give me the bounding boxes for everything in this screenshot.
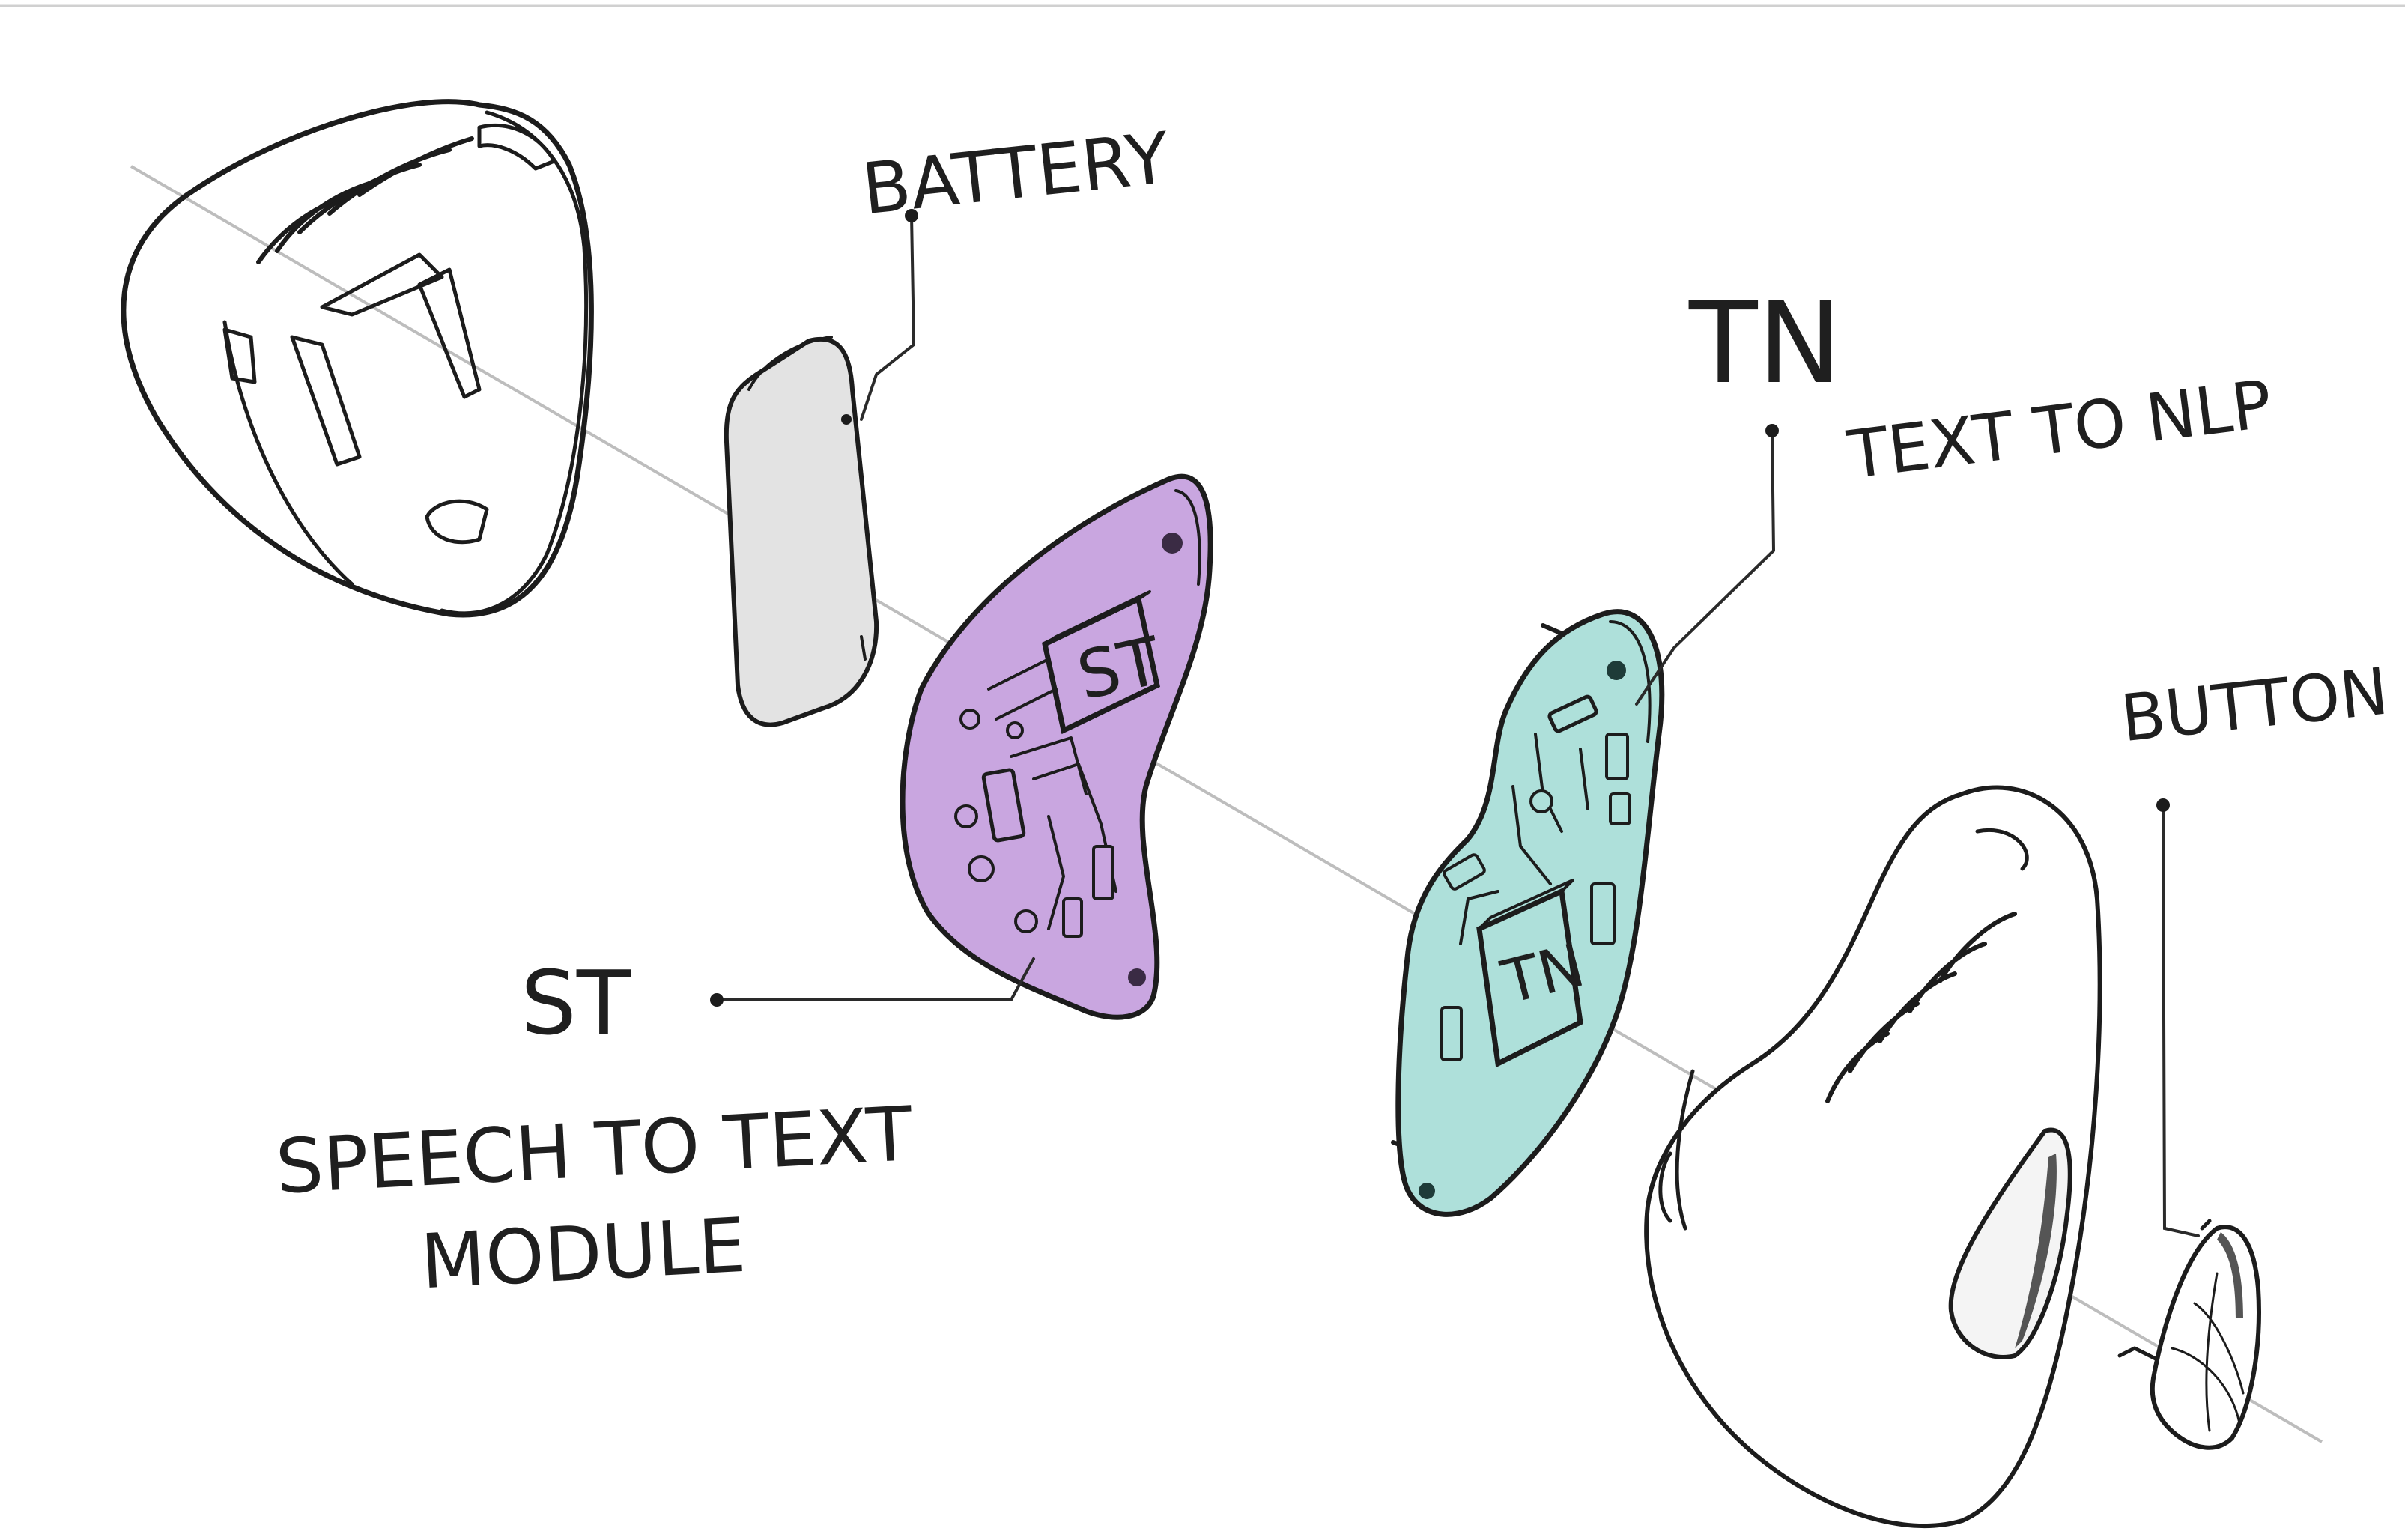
battery-part: [724, 336, 879, 727]
st-code-label: ST: [521, 951, 631, 1055]
button-part: [2117, 1219, 2261, 1450]
left-housing-shell: [121, 99, 594, 618]
st-description-line2: MODULE: [419, 1201, 748, 1306]
battery-label: BATTERY: [858, 118, 1174, 231]
right-housing-shell: [1644, 785, 2102, 1529]
leader-lines: [710, 209, 2200, 1237]
button-label: BUTTON: [2117, 654, 2392, 757]
chip-st-label: ST: [1071, 622, 1168, 715]
tn-board: TN: [1391, 609, 1665, 1217]
st-description-line1: SPEECH TO TEXT: [273, 1090, 915, 1210]
st-board: ST: [900, 473, 1213, 1020]
tn-description-label: TEXT TO NLP: [1843, 366, 2276, 494]
tn-code-label: TN: [1688, 279, 1842, 409]
